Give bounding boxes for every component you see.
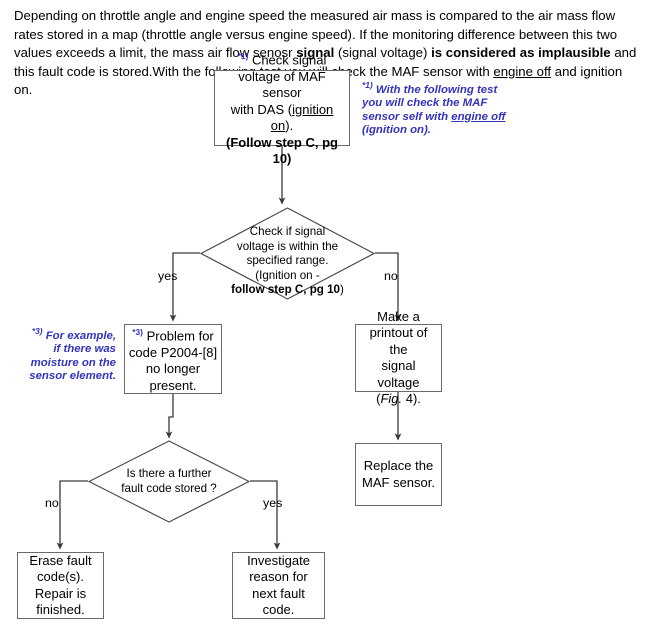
node-printout-line-2: printout of the — [369, 325, 428, 357]
node-printout-line-1: Make a — [377, 308, 420, 324]
footnote-marker-3: *3) — [132, 326, 143, 337]
edge-label-yes-further: yes — [263, 496, 283, 510]
ignition-on-underline: ignition on — [270, 101, 334, 134]
node-check-signal-voltage[interactable]: *1) Check signal voltage of MAF sensor w… — [214, 51, 350, 166]
node-problem-line-2: code P2004-[8] — [128, 344, 218, 360]
decision-further-fault-code[interactable]: Is there a further fault code stored ? — [88, 440, 250, 523]
edge-decision2-yes — [250, 480, 281, 550]
node-printout-line-4: (Fig. 4). — [376, 391, 421, 406]
node-investigate-line-1: Investigate — [247, 552, 310, 568]
annotation-note-3: *3) For example, if there was moisture o… — [16, 325, 116, 383]
node-erase-line-1: Erase fault — [29, 552, 92, 568]
node-investigate-next-fault-code[interactable]: Investigate reason for next fault code. — [232, 552, 325, 619]
annotation-note-1: *1) With the following test you will che… — [362, 79, 510, 137]
decision-range-line-5: follow step C, pg 10) — [231, 283, 344, 296]
node-check-signal-line-4: (Follow step C, pg 10) — [226, 134, 338, 167]
annotation-note-1-line-3: sensor self with engine off — [362, 110, 506, 123]
node-replace-line-2: MAF sensor. — [362, 474, 435, 490]
footnote-marker-1: *1) — [237, 51, 249, 62]
edge-label-no-range: no — [384, 269, 398, 283]
edge-label-no-further: no — [45, 496, 59, 510]
intro-line-3-c: (signal voltage) — [334, 45, 432, 60]
node-replace-maf-sensor[interactable]: Replace the MAF sensor. — [355, 443, 442, 506]
edge-label-yes-range: yes — [158, 269, 178, 283]
node-erase-line-2: code(s). — [37, 569, 84, 584]
annotation-note-1-line-1: *1) With the following test — [362, 80, 498, 96]
intro-engine-off-underline: engine off — [493, 63, 552, 79]
intro-line-1: Depending on throttle angle and engine s… — [14, 8, 616, 42]
node-investigate-line-3: next fault code. — [252, 585, 305, 618]
annotation-note-1-line-4: (ignition on). — [362, 124, 431, 137]
node-problem-line-1: *3) Problem for — [132, 326, 214, 344]
decision-diamond-shape — [200, 207, 375, 300]
intro-line-3-a: the mass air flow senosr — [150, 45, 297, 60]
node-make-printout[interactable]: Make a printout of the signal voltage (F… — [355, 309, 442, 406]
intro-paragraph: Depending on throttle angle and engine s… — [14, 7, 638, 100]
decision-diamond-shape-2 — [88, 440, 250, 523]
annotation-note-3-line-4: sensor element. — [29, 370, 116, 383]
annotation-note-3-line-3: moisture on the — [30, 356, 116, 369]
node-check-signal-line-2: voltage of MAF sensor — [238, 68, 326, 101]
node-investigate-line-2: reason for — [249, 569, 308, 584]
annotation-note-3-line-2: if there was — [53, 343, 116, 356]
intro-line-2: in a map (throttle angle versus engine s… — [14, 26, 618, 61]
node-problem-line-3: no longer — [145, 361, 201, 377]
node-printout-line-3: signal voltage — [377, 358, 420, 390]
node-check-signal-line-1: *1) Check signal — [237, 51, 327, 68]
decision-range-line-3: specified range. — [246, 254, 329, 267]
annotation-note-1-line-2: you will check the MAF — [362, 97, 488, 110]
decision-signal-in-range[interactable]: Check if signal voltage is within the sp… — [200, 207, 375, 300]
annotation-marker-1: *1) — [362, 80, 373, 90]
intro-signal-bold: signal — [296, 45, 335, 60]
decision-further-line-1: Is there a further — [126, 467, 212, 480]
edge-decision2-no — [56, 480, 88, 550]
node-problem-line-4: present. — [149, 377, 197, 393]
edge-decision-yes — [169, 252, 200, 322]
node-replace-line-1: Replace the — [363, 458, 434, 473]
decision-range-line-4: (Ignition on - — [255, 268, 320, 282]
annotation-note-3-line-1: *3) For example, — [31, 326, 116, 342]
annotation-marker-3: *3) — [31, 326, 43, 336]
node-erase-fault-codes[interactable]: Erase fault code(s). Repair is finished. — [17, 552, 104, 619]
node-problem-no-longer-present[interactable]: *3) Problem for code P2004-[8] no longer… — [124, 324, 222, 394]
fig-italic: Fig. — [380, 391, 403, 406]
edge-problem-to-decision2 — [165, 394, 174, 439]
intro-implausible-bold: is considered as implausible — [431, 45, 611, 60]
decision-range-line-2: voltage is within the — [236, 239, 339, 253]
decision-further-line-2: fault code stored ? — [121, 481, 217, 495]
intro-line-3-e: and this fault code is stored.With the — [14, 45, 637, 79]
engine-off-underline-annotation: engine off — [451, 110, 506, 123]
node-erase-line-3: Repair is — [34, 585, 87, 601]
node-check-signal-line-3: with DAS (ignition on). — [230, 101, 334, 134]
decision-range-line-1: Check if signal — [249, 225, 326, 238]
node-erase-line-4: finished. — [36, 602, 85, 617]
intro-line-4-c: and ignition on. — [14, 63, 623, 98]
